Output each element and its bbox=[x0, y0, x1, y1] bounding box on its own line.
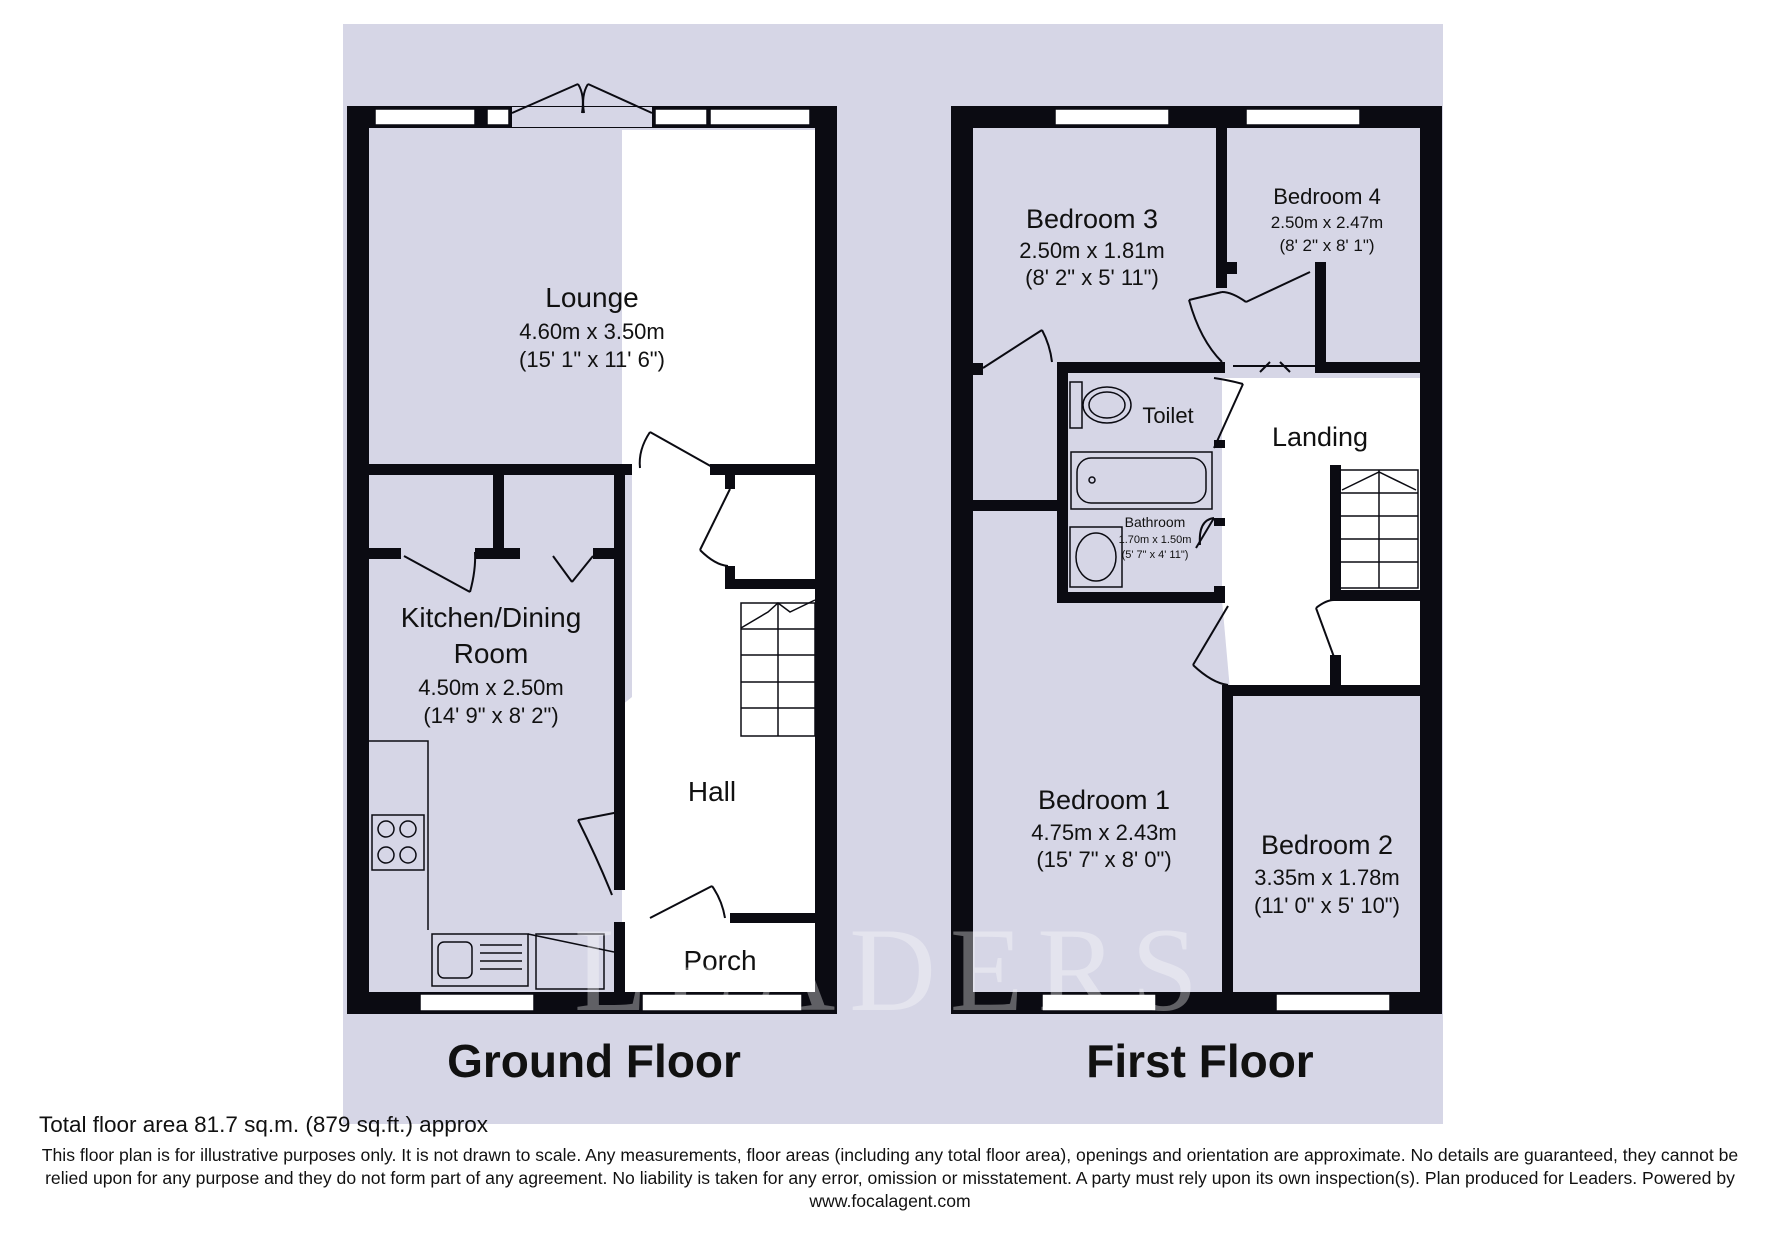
kitchen-fittings bbox=[369, 740, 615, 990]
landing-label: Landing bbox=[1272, 422, 1368, 452]
first-floor-heading: First Floor bbox=[1086, 1035, 1314, 1087]
kitchen-metric: 4.50m x 2.50m bbox=[418, 675, 564, 700]
first-stairs bbox=[1339, 469, 1419, 589]
bedroom1-imperial: (15' 7" x 8' 0") bbox=[1036, 847, 1171, 872]
kitchen-imperial: (14' 9" x 8' 2") bbox=[423, 703, 558, 728]
hob-icon bbox=[371, 814, 425, 871]
first-front-windows bbox=[1041, 993, 1391, 1012]
ground-front-windows bbox=[419, 993, 803, 1012]
disclaimer-text: This floor plan is for illustrative purp… bbox=[41, 1145, 1739, 1211]
hall-floor bbox=[622, 465, 820, 995]
kitchen-label-line2: Room bbox=[454, 638, 529, 669]
first-interior-walls bbox=[973, 128, 1420, 995]
first-door-swings bbox=[982, 271, 1335, 686]
bedroom4-label: Bedroom 4 bbox=[1273, 184, 1381, 209]
lounge-imperial: (15' 1" x 11' 6") bbox=[519, 347, 665, 372]
porch-label: Porch bbox=[683, 945, 756, 976]
patio-door-swing bbox=[511, 83, 653, 114]
ground-door-swings bbox=[403, 431, 731, 919]
bedroom2-label: Bedroom 2 bbox=[1261, 830, 1393, 860]
bath-icon bbox=[1070, 451, 1213, 510]
bathroom-imperial: (5' 7" x 4' 11") bbox=[1122, 549, 1189, 561]
hall-label: Hall bbox=[688, 776, 736, 807]
kitchen-label-line1: Kitchen/Dining bbox=[401, 602, 582, 633]
lounge-metric: 4.60m x 3.50m bbox=[519, 319, 665, 344]
lounge-label: Lounge bbox=[545, 282, 638, 313]
sink-icon bbox=[431, 933, 529, 987]
ground-floor-plan: Lounge 4.60m x 3.50m (15' 1" x 11' 6") K… bbox=[347, 83, 837, 1087]
bedroom3-imperial: (8' 2" x 5' 11") bbox=[1025, 265, 1159, 290]
bedroom3-label: Bedroom 3 bbox=[1026, 204, 1158, 234]
watermark-text: LEADERS bbox=[574, 903, 1212, 1036]
bathroom-wc-icon bbox=[1069, 526, 1123, 588]
ground-stairs bbox=[740, 599, 816, 737]
ground-interior-walls bbox=[369, 464, 820, 994]
bathroom-label: Bathroom bbox=[1125, 514, 1186, 530]
ground-floor-heading: Ground Floor bbox=[447, 1035, 741, 1087]
leaders-watermark: LEADERS bbox=[574, 903, 1212, 1036]
toilet-icon bbox=[1069, 381, 1132, 429]
bedroom3-metric: 2.50m x 1.81m bbox=[1019, 238, 1165, 263]
bedroom1-metric: 4.75m x 2.43m bbox=[1031, 820, 1177, 845]
bathroom-metric: 1.70m x 1.50m bbox=[1119, 534, 1192, 546]
first-floor-plan: Bedroom 3 2.50m x 1.81m (8' 2" x 5' 11")… bbox=[951, 106, 1442, 1087]
bedroom4-imperial: (8' 2" x 8' 1") bbox=[1279, 236, 1374, 255]
ground-rear-windows bbox=[374, 107, 811, 127]
bedroom2-imperial: (11' 0" x 5' 10") bbox=[1254, 893, 1400, 918]
toilet-label: Toilet bbox=[1142, 403, 1193, 428]
hall-strip bbox=[622, 130, 820, 475]
total-floor-area: Total floor area 81.7 sq.m. (879 sq.ft.)… bbox=[39, 1112, 488, 1137]
bedroom2-metric: 3.35m x 1.78m bbox=[1254, 865, 1400, 890]
bedroom1-label: Bedroom 1 bbox=[1038, 785, 1170, 815]
bedroom4-metric: 2.50m x 2.47m bbox=[1271, 213, 1383, 232]
landing-floor bbox=[1222, 378, 1420, 690]
first-rear-windows bbox=[1054, 108, 1361, 126]
